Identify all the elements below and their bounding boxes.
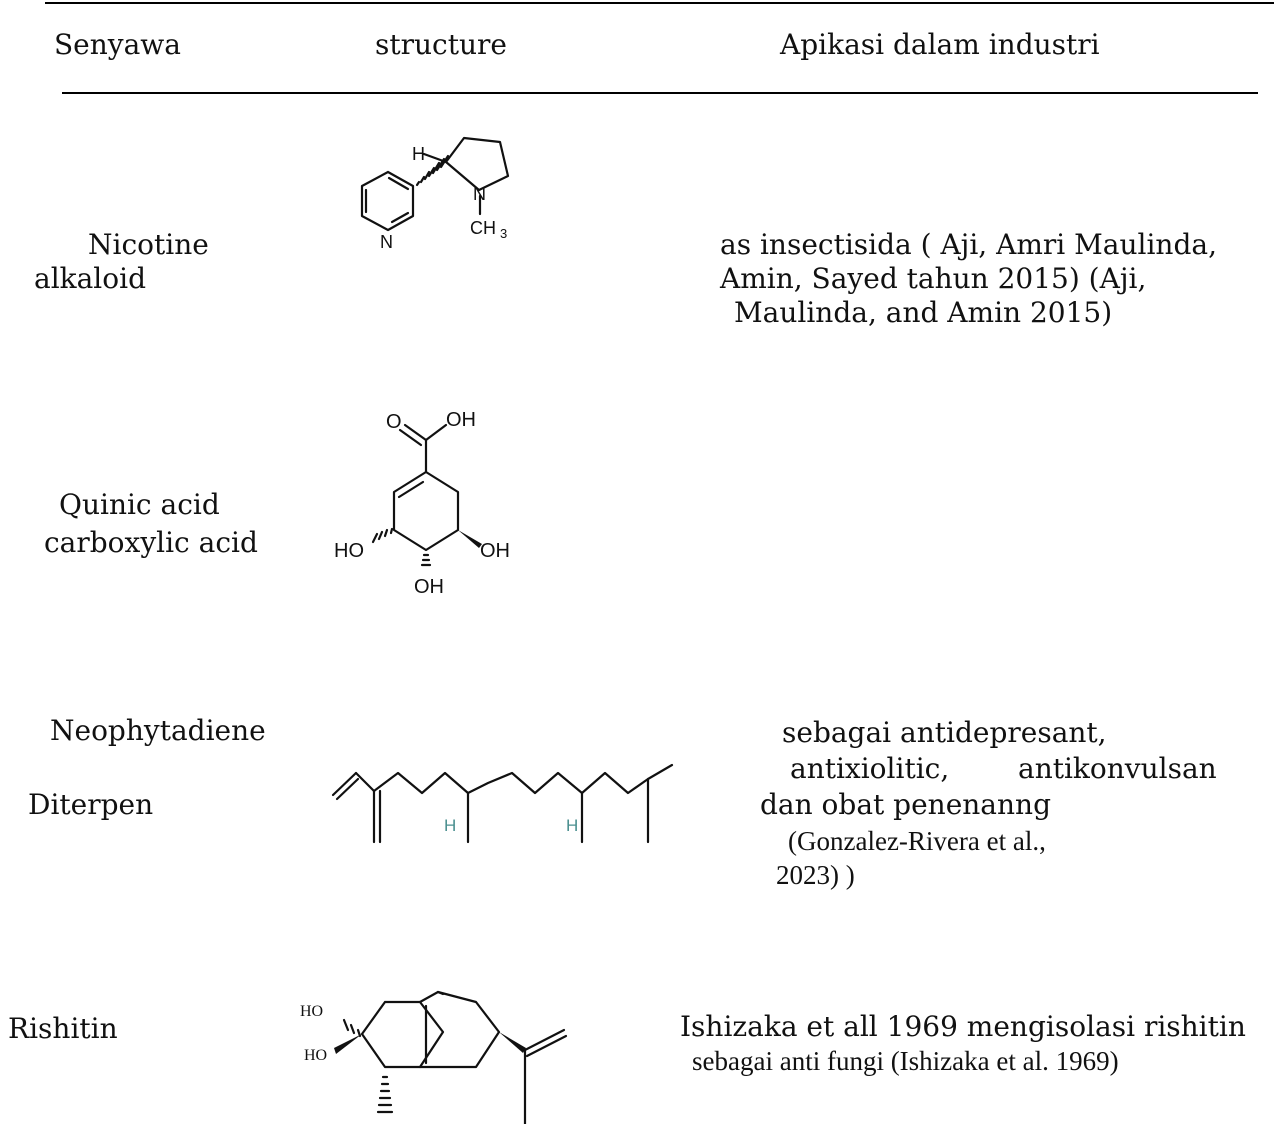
- nicotine-structure: H N N CH 3: [360, 136, 510, 252]
- header-application: Apikasi dalam industri: [780, 28, 1100, 61]
- atom-label: OH: [446, 409, 476, 431]
- atom-label: OH: [414, 576, 444, 598]
- row-name-line: carboxylic acid: [44, 526, 258, 559]
- atom-label: H: [444, 816, 456, 835]
- table-top-rule: [45, 2, 1274, 4]
- quinic-acid-structure: O OH HO OH OH: [334, 409, 510, 598]
- atom-label: HO: [304, 1047, 327, 1064]
- atom-label: N: [380, 232, 393, 252]
- application-line: sebagai antidepresant,: [782, 716, 1107, 749]
- header-bottom-rule: [62, 92, 1258, 94]
- row-name-line: alkaloid: [34, 262, 146, 295]
- application-line: dan obat penenanng: [760, 788, 1051, 821]
- application-line: 2023) ): [776, 860, 855, 890]
- rishitin-structure: HO HO: [300, 990, 568, 1124]
- application-line: (Gonzalez-Rivera et al.,: [788, 826, 1046, 856]
- header-senyawa: Senyawa: [54, 28, 181, 61]
- atom-label: OH: [480, 540, 510, 562]
- application-line: Ishizaka et all 1969 mengisolasi rishiti…: [680, 1010, 1246, 1043]
- application-line: as insectisida ( Aji, Amri Maulinda,: [720, 228, 1217, 261]
- atom-label: H: [566, 816, 578, 835]
- atom-label: O: [386, 411, 402, 433]
- row-name-line: Quinic acid: [59, 488, 220, 521]
- row-name-line: Neophytadiene: [50, 714, 266, 747]
- atom-label: HO: [300, 1003, 323, 1020]
- application-line: antikonvulsan: [1018, 752, 1217, 785]
- atom-label: HO: [334, 540, 364, 562]
- header-structure: structure: [375, 28, 507, 61]
- application-line: sebagai anti fungi (Ishizaka et al. 1969…: [692, 1046, 1119, 1076]
- row-name-line: Nicotine: [88, 228, 209, 261]
- atom-label: N: [473, 184, 486, 204]
- application-line: Amin, Sayed tahun 2015) (Aji,: [720, 262, 1147, 295]
- atom-label: H: [412, 144, 425, 164]
- neophytadiene-structure: H H: [331, 763, 674, 844]
- application-line: Maulinda, and Amin 2015): [734, 296, 1113, 329]
- row-name-line: Rishitin: [8, 1012, 118, 1045]
- application-line: antixiolitic,: [790, 752, 950, 785]
- atom-label: 3: [500, 226, 507, 241]
- atom-label: CH: [470, 218, 496, 238]
- row-name-line: Diterpen: [28, 788, 154, 821]
